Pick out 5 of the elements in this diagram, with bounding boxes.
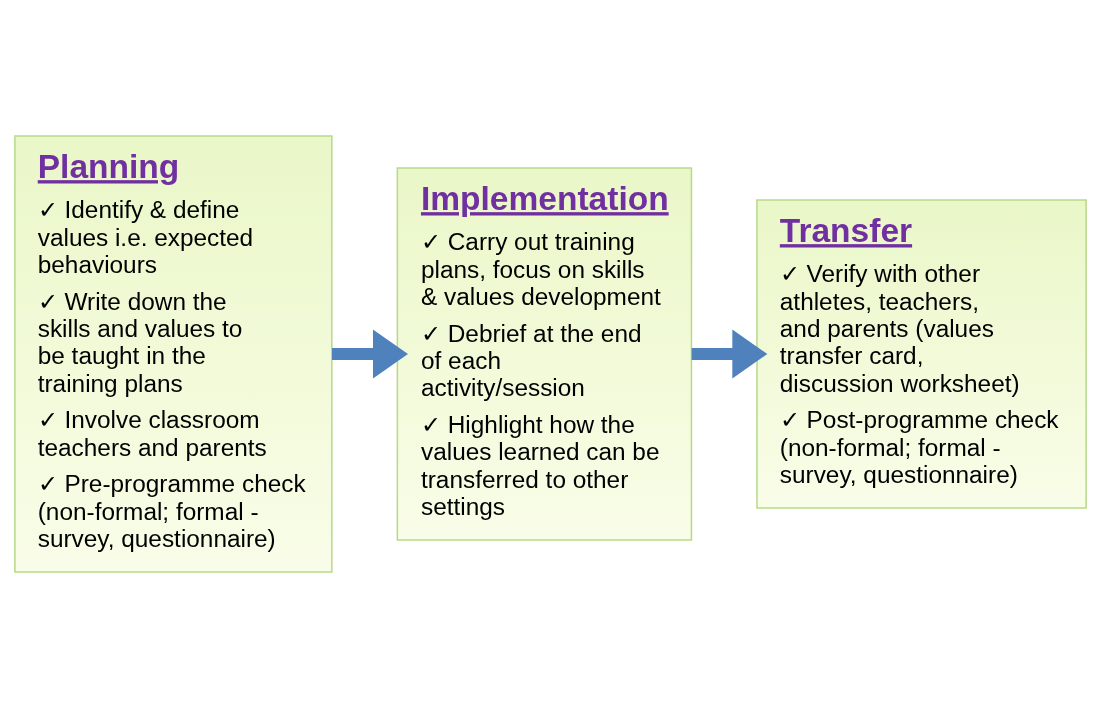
node-box: Implementation ✓ Carry out training plans, focus on skills & values development ✓ Debrief at the end of each activity/session ✓ Highlight how the values learned can be transferred to other settings [396,167,693,541]
arrow [691,329,768,379]
node-box: Transfer ✓ Verify with other athletes, teachers, and parents (values transfer card, discussion worksheet) ✓ Post-programme check (non-formal; formal - survey, questionnaire) [756,199,1087,509]
node-box: Planning ✓ Identify & define values i.e. expected behaviours ✓ Write down the skills and values to be taught in the training plans ✓ Involve classroom teachers and parents ✓ Pre-programme check (non-formal; formal - survey, questionnaire) [14,135,333,573]
arrow [332,329,408,379]
